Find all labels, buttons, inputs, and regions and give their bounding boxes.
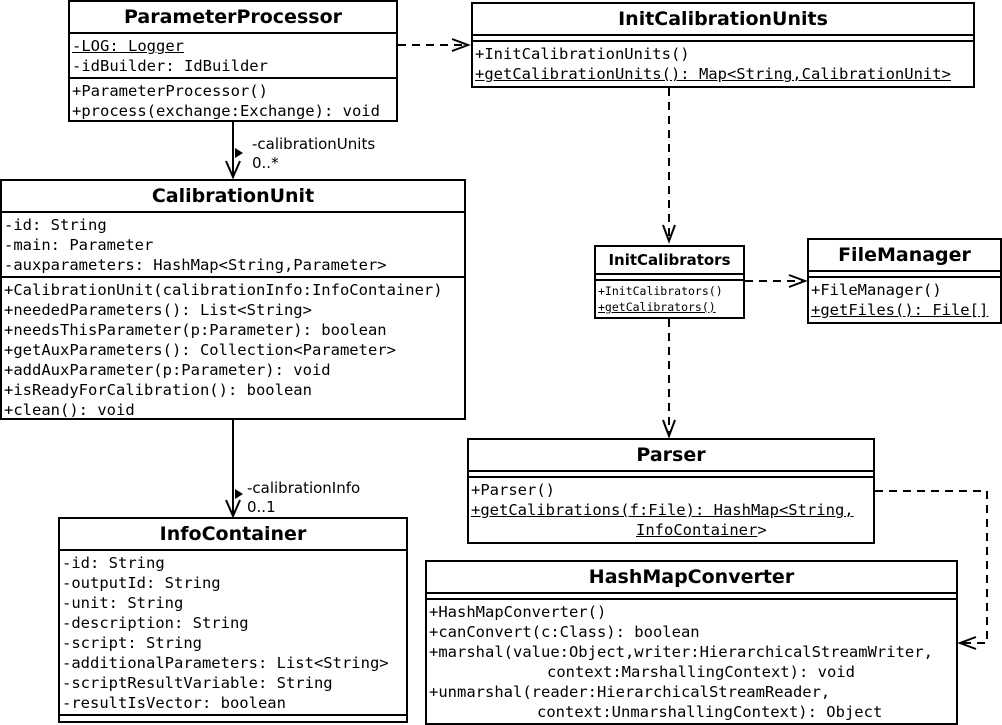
operation: +Parser() bbox=[471, 481, 555, 499]
attribute: -auxparameters: HashMap<String,Parameter… bbox=[4, 256, 387, 274]
role-direction-marker bbox=[235, 148, 243, 158]
operation: +HashMapConverter() bbox=[429, 603, 607, 621]
class-name: ParameterProcessor bbox=[70, 2, 396, 34]
operation-continuation: InfoContainer> bbox=[471, 520, 871, 540]
dependency-parser-to-hashmapconverter bbox=[875, 490, 988, 644]
class-name: FileManager bbox=[809, 240, 1000, 272]
attributes-section bbox=[473, 36, 973, 42]
open-arrowhead bbox=[662, 224, 676, 244]
operations-section bbox=[60, 716, 406, 720]
class-calibration-unit: CalibrationUnit -id: String -main: Param… bbox=[0, 179, 466, 420]
class-init-calibrators: InitCalibrators +InitCalibrators() +getC… bbox=[594, 245, 745, 319]
operations-section: +Parser() +getCalibrations(f:File): Hash… bbox=[469, 478, 873, 541]
operation: +process(exchange:Exchange): void bbox=[72, 102, 380, 120]
operation: +clean(): void bbox=[4, 401, 135, 419]
operations-section: +ParameterProcessor() +process(exchange:… bbox=[70, 79, 396, 122]
operation: +getCalibrators() bbox=[598, 300, 716, 314]
operation: +getCalibrationUnits(): Map<String,Calib… bbox=[475, 65, 951, 83]
operation: +neededParameters(): List<String> bbox=[4, 301, 312, 319]
class-info-container: InfoContainer -id: String -outputId: Str… bbox=[58, 517, 408, 723]
operation: +needsThisParameter(p:Parameter): boolea… bbox=[4, 321, 387, 339]
attribute: -LOG: Logger bbox=[72, 37, 184, 55]
operations-section: +HashMapConverter() +canConvert(c:Class)… bbox=[427, 600, 956, 723]
attribute: -id: String bbox=[4, 216, 107, 234]
open-arrowhead bbox=[451, 38, 471, 52]
operation-continuation-suffix: > bbox=[757, 521, 767, 539]
attributes-section: -LOG: Logger -idBuilder: IdBuilder bbox=[70, 34, 396, 79]
operations-section: +CalibrationUnit(calibrationInfo:InfoCon… bbox=[2, 278, 464, 421]
operation: +unmarshal(reader:HierarchicalStreamRead… bbox=[429, 683, 831, 701]
class-file-manager: FileManager +FileManager() +getFiles(): … bbox=[807, 238, 1002, 324]
operation: +getCalibrations(f:File): HashMap<String… bbox=[471, 501, 854, 519]
attributes-section bbox=[469, 472, 873, 478]
class-init-calibration-units: InitCalibrationUnits +InitCalibrationUni… bbox=[471, 2, 975, 88]
operation-continuation-text: InfoContainer bbox=[636, 521, 758, 539]
open-arrowhead bbox=[225, 499, 241, 519]
operations-section: +InitCalibrators() +getCalibrators() bbox=[596, 281, 743, 316]
attribute: -resultIsVector: boolean bbox=[62, 694, 286, 712]
class-name: CalibrationUnit bbox=[2, 181, 464, 213]
attribute: -main: Parameter bbox=[4, 236, 154, 254]
operation: +InitCalibrators() bbox=[598, 284, 723, 298]
association-role-label: -calibrationUnits bbox=[252, 135, 376, 153]
association-multiplicity-label: 0..* bbox=[252, 154, 279, 172]
class-name: InitCalibrators bbox=[596, 247, 743, 275]
attributes-section: -id: String -main: Parameter -auxparamet… bbox=[2, 213, 464, 278]
attribute: -scriptResultVariable: String bbox=[62, 674, 333, 692]
class-hash-map-converter: HashMapConverter +HashMapConverter() +ca… bbox=[425, 560, 958, 725]
attribute: -script: String bbox=[62, 634, 202, 652]
class-name: InitCalibrationUnits bbox=[473, 4, 973, 36]
operation: +FileManager() bbox=[811, 281, 942, 299]
operation: +ParameterProcessor() bbox=[72, 82, 268, 100]
attribute: -description: String bbox=[62, 614, 249, 632]
attribute: -additionalParameters: List<String> bbox=[62, 654, 389, 672]
class-parameter-processor: ParameterProcessor -LOG: Logger -idBuild… bbox=[68, 0, 398, 122]
operation: +isReadyForCalibration(): boolean bbox=[4, 381, 312, 399]
operation: +CalibrationUnit(calibrationInfo:InfoCon… bbox=[4, 281, 443, 299]
class-parser: Parser +Parser() +getCalibrations(f:File… bbox=[467, 438, 875, 544]
open-arrowhead bbox=[788, 274, 808, 288]
class-name: HashMapConverter bbox=[427, 562, 956, 594]
attributes-section bbox=[596, 275, 743, 281]
operations-section: +FileManager() +getFiles(): File[] bbox=[809, 278, 1000, 321]
operation-continuation: context:UnmarshallingContext): Object bbox=[537, 703, 883, 721]
attributes-section bbox=[427, 594, 956, 600]
role-direction-marker bbox=[235, 489, 243, 499]
operation: +InitCalibrationUnits() bbox=[475, 45, 690, 63]
operation: +marshal(value:Object,writer:Hierarchica… bbox=[429, 643, 933, 661]
class-name: InfoContainer bbox=[60, 519, 406, 551]
attribute: -idBuilder: IdBuilder bbox=[72, 57, 268, 75]
open-arrowhead bbox=[957, 636, 977, 650]
operation: +getAuxParameters(): Collection<Paramete… bbox=[4, 341, 396, 359]
association-multiplicity-label: 0..1 bbox=[247, 498, 276, 516]
operation: +getFiles(): File[] bbox=[811, 301, 989, 319]
open-arrowhead bbox=[662, 419, 676, 439]
association-role-label: -calibrationInfo bbox=[247, 479, 361, 497]
operation-continuation: context:MarshallingContext): void bbox=[547, 663, 855, 681]
operation: +addAuxParameter(p:Parameter): void bbox=[4, 361, 331, 379]
attribute: -unit: String bbox=[62, 594, 184, 612]
operations-section: +InitCalibrationUnits() +getCalibrationU… bbox=[473, 42, 973, 85]
attribute: -outputId: String bbox=[62, 574, 221, 592]
attribute: -id: String bbox=[62, 554, 165, 572]
operation: +canConvert(c:Class): boolean bbox=[429, 623, 700, 641]
attributes-section: -id: String -outputId: String -unit: Str… bbox=[60, 551, 406, 716]
attributes-section bbox=[809, 272, 1000, 278]
class-name: Parser bbox=[469, 440, 873, 472]
open-arrowhead bbox=[225, 160, 241, 180]
